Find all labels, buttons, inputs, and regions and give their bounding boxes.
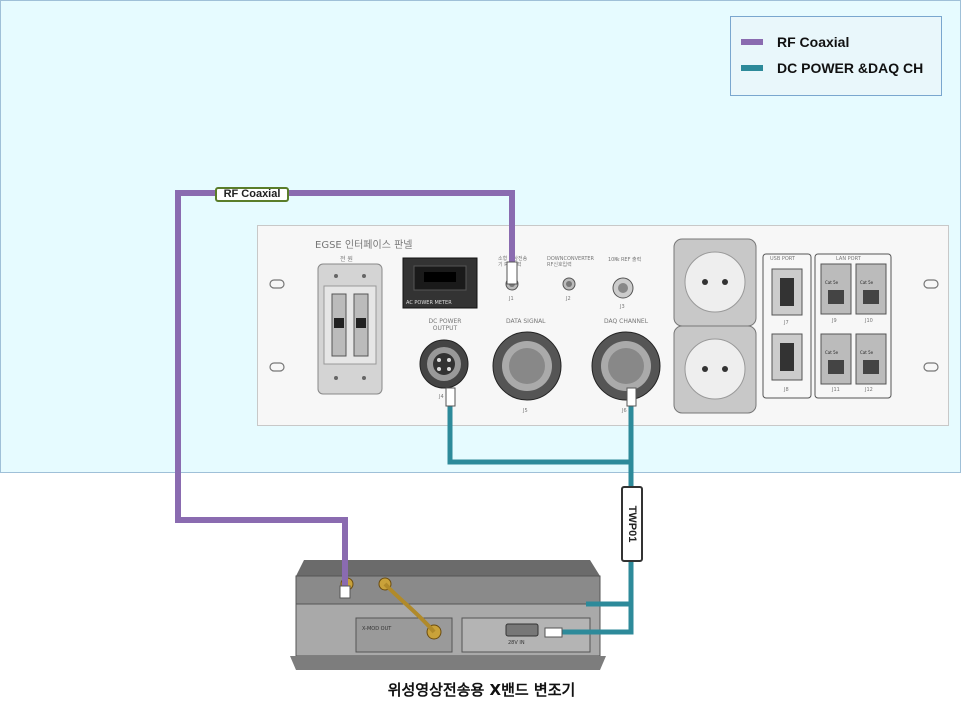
j11-id: J11 — [832, 387, 840, 393]
usb-port-label: USB PORT — [770, 256, 795, 262]
j9-id: J9 — [832, 318, 837, 324]
legend-item-rf: RF Coaxial — [741, 34, 849, 50]
lan-cat-label-j12: Cat 5e — [860, 350, 874, 355]
j3-id: J3 — [620, 304, 625, 310]
j7-id: J7 — [784, 320, 789, 326]
ac-power-meter-label: AC POWER METER — [406, 300, 452, 306]
data-signal-label: DATA SIGNAL — [506, 318, 546, 325]
lan-port-label: LAN PORT — [836, 256, 861, 262]
j1-id: J1 — [509, 296, 514, 302]
legend-swatch-dc — [741, 65, 763, 71]
j8-id: J8 — [784, 387, 789, 393]
lan-cat-label-j11: Cat 5e — [825, 350, 839, 355]
j5-id: J5 — [523, 408, 528, 414]
lan-cat-label-j10: Cat 5e — [860, 280, 874, 285]
switch-label: 전 원 — [340, 256, 353, 263]
dc-power-cable — [447, 395, 631, 465]
j6-id: J6 — [622, 408, 627, 414]
xmod-out-label: X-MOD OUT — [362, 626, 392, 632]
legend: RF Coaxial DC POWER &DAQ CH — [730, 16, 942, 96]
j6-plug-icon — [626, 387, 637, 407]
panel-graphics — [269, 238, 939, 414]
device-caption: 위성영상전송용 X밴드 변조기 — [387, 681, 576, 699]
legend-label-rf: RF Coaxial — [777, 34, 850, 50]
j1-plug-icon — [506, 261, 518, 285]
rf-coaxial-cable-tag: RF Coaxial — [215, 187, 289, 202]
j12-id: J12 — [865, 387, 873, 393]
power-in-plug-icon — [544, 627, 563, 638]
j4-id: J4 — [439, 394, 444, 400]
j4-plug-icon — [445, 387, 456, 407]
j10-id: J10 — [865, 318, 873, 324]
mount-hole-icon — [923, 362, 939, 372]
twp-cable-tag-label: TWP01 — [626, 505, 638, 543]
mount-hole-icon — [269, 279, 285, 289]
legend-item-dc: DC POWER &DAQ CH — [741, 60, 923, 76]
power-in-label: 28V IN — [508, 640, 525, 646]
daq-channel-label: DAQ CHANNEL — [604, 318, 649, 325]
lan-cat-label-j9: Cat 5e — [825, 280, 839, 285]
twp-cable-tag: TWP01 — [621, 486, 643, 562]
j3-label: 10㎒ REF 출력 — [608, 257, 642, 263]
xmod-plug-icon — [339, 585, 351, 599]
panel-title: EGSE 인터페이스 판넬 — [315, 240, 413, 251]
dc-power-output-label: DC POWER OUTPUT — [428, 318, 462, 332]
mount-hole-icon — [269, 362, 285, 372]
daq-channel-cable — [562, 395, 634, 635]
j2-label: DOWNCONVERTER RF신호입력 — [547, 256, 595, 268]
legend-label-dc: DC POWER &DAQ CH — [777, 60, 924, 76]
j2-id: J2 — [566, 296, 571, 302]
mount-hole-icon — [923, 279, 939, 289]
legend-swatch-rf — [741, 39, 763, 45]
egse-interface-panel: EGSE 인터페이스 판넬 전 원 AC POWER METER 소형 영상전송… — [257, 225, 949, 426]
rf-coaxial-cable — [175, 190, 515, 586]
